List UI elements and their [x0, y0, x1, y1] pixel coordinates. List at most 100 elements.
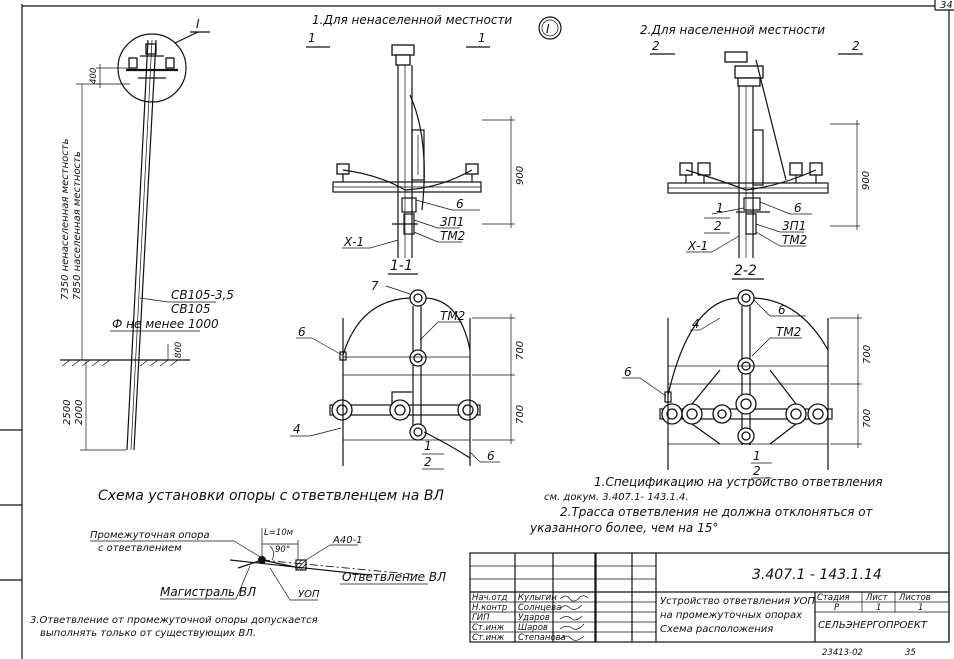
plan2-dim-1: 700 [862, 345, 873, 364]
dim-depth-small: 800 [174, 342, 184, 358]
plan1-dim-2: 700 [515, 405, 526, 424]
signatures [559, 595, 589, 641]
note-3a: 3.Ответвление от промежуточной опоры доп… [30, 615, 318, 626]
view2-label-6: 6 [794, 201, 802, 215]
view2-dim: 900 [861, 171, 872, 190]
section-1-right: 1 [478, 31, 486, 45]
title-unpopulated: 1.Для ненаселенной местности [312, 13, 512, 27]
page-number: 34 [940, 0, 953, 11]
scheme-length: L=10м [264, 528, 294, 538]
role-4: Ст.инж [472, 623, 505, 633]
installation-scheme: Схема установки опоры с ответвленцем на … [90, 488, 446, 601]
role-3: ГИП [472, 613, 490, 623]
name-4: Шаpов [518, 623, 548, 633]
plan2-label-1: 1 [753, 449, 761, 463]
role-1: Нач.отд [472, 593, 507, 603]
pole-type-1: СВ105-3,5 [171, 288, 234, 302]
plan1-label-6a: 6 [298, 325, 306, 339]
section-2-left: 2 [652, 39, 660, 53]
view1-label-tm2: ТМ2 [440, 229, 465, 243]
notes: 1.Спецификацию на устройство ответвления… [30, 475, 883, 639]
view2-label-3p1: 3П1 [782, 219, 806, 233]
scheme-wire: А40-1 [332, 535, 363, 546]
footer-code: 23413-02 [822, 648, 863, 658]
title-line-2: на промежуточных опорах [660, 610, 802, 621]
section-1-left: 1 [308, 31, 316, 45]
plan1-label-tm2: ТМ2 [440, 309, 465, 323]
scheme-support-label-2: с ответвлением [98, 543, 182, 554]
view2-section-name: 2-2 [734, 263, 757, 279]
scheme-main-line: Магистраль ВЛ [160, 585, 256, 599]
scheme-uop: УОП [298, 589, 320, 600]
stage-value: Р [834, 603, 840, 613]
plan2-label-tm2: ТМ2 [776, 325, 801, 339]
role-2: Н.контр [472, 603, 507, 613]
footer-page: 35 [905, 648, 916, 658]
sheet-value: 1 [876, 603, 881, 613]
scheme-title: Схема установки опоры с ответвленцем на … [98, 488, 444, 504]
title-line-3: Схема расположения [660, 624, 773, 635]
doc-number: 3.407.1 - 143.1.14 [752, 567, 882, 583]
scheme-angle: 90° [275, 545, 290, 555]
plan2-insulators [661, 289, 829, 445]
view-headers: 1.Для ненаселенной местности I 1 1 2.Для… [306, 13, 863, 55]
view2-label-1: 1 [716, 201, 724, 215]
note-1a: 1.Спецификацию на устройство ответвления [594, 475, 883, 489]
ground-note: Ф не менее 1000 [112, 317, 219, 331]
role-5: Ст.инж [472, 633, 505, 643]
plan1-label-2: 2 [424, 455, 432, 469]
plan2-label-2: 2 [753, 464, 761, 478]
section-view-1-1: 900 6 3П1 ТМ2 Х-1 1-1 [332, 44, 526, 275]
pole-side-view: I 400 7350 ненаселенная местность 7850 н… [60, 17, 234, 451]
scheme-branch-line: Ответвление ВЛ [342, 570, 446, 584]
callout-mark: I [196, 17, 200, 31]
plan1-label-4: 4 [293, 422, 301, 436]
plan2-label-6a: 6 [778, 303, 786, 317]
view2-label-2: 2 [714, 219, 722, 233]
col-sheet: Лист [865, 593, 889, 603]
dim-depth-1: 2500 [62, 400, 73, 425]
height-label-unpopulated: 7350 ненаселенная местность [60, 138, 71, 300]
view2-label-tm2: ТМ2 [782, 233, 807, 247]
view1-dim: 900 [515, 166, 526, 185]
view1-section-name: 1-1 [390, 258, 413, 274]
plan2-dim-2: 700 [862, 409, 873, 428]
organization: СЕЛЬЭНЕРГОПРОЕКТ [818, 620, 928, 631]
title-unpopulated-mark: I [546, 22, 550, 36]
title-line-1: Устройство ответвления УОП [660, 596, 815, 607]
col-stage: Стадия [817, 593, 850, 603]
plan1-dim-1: 700 [515, 341, 526, 360]
plan1-insulators [331, 289, 479, 441]
scheme-support-label-1: Промежуточная опора [90, 530, 210, 541]
view2-label-x1: Х-1 [687, 239, 708, 253]
note-1b: см. докум. 3.407.1- 143.1.4. [544, 492, 689, 503]
view1-label-3p1: 3П1 [440, 215, 464, 229]
name-5: Степанова [518, 633, 566, 643]
plan1-label-1: 1 [424, 439, 432, 453]
section-2-right: 2 [852, 39, 860, 53]
name-2: Солнцева [518, 603, 561, 613]
pole-type-2: СВ105 [171, 302, 211, 316]
plan2-label-6b: 6 [624, 365, 632, 379]
plan1-label-6b: 6 [487, 449, 495, 463]
name-1: Кулыгин [518, 593, 557, 603]
view1-label-6: 6 [456, 197, 464, 211]
note-2a: 2.Трасса ответвления не должна отклонять… [560, 505, 874, 519]
dim-top: 400 [89, 68, 99, 84]
name-3: Удаpов [518, 613, 550, 623]
sheets-value: 1 [918, 603, 923, 613]
section-view-2-2: 900 1 2 6 3П1 ТМ2 Х-1 2-2 [667, 51, 872, 280]
plan2-label-4: 4 [692, 317, 700, 331]
col-sheets: Листов [898, 593, 931, 603]
dim-depth-2: 2000 [74, 400, 85, 425]
plan-view-1: 700 700 7 ТМ2 6 4 1 2 6 [290, 279, 526, 470]
plan-view-2: 700 700 4 6 ТМ2 6 1 2 [622, 289, 873, 479]
title-block: 3.407.1 - 143.1.14 Нач.отд Н.контр ГИП С… [469, 552, 950, 643]
note-2b: указанного более, чем на 15° [529, 521, 718, 535]
view1-label-x1: Х-1 [343, 235, 364, 249]
note-3b: выполнять только от существующих ВЛ. [40, 628, 256, 639]
height-label-populated: 7850 населенная местность [72, 151, 83, 300]
title-populated: 2.Для населенной местности [640, 23, 825, 37]
